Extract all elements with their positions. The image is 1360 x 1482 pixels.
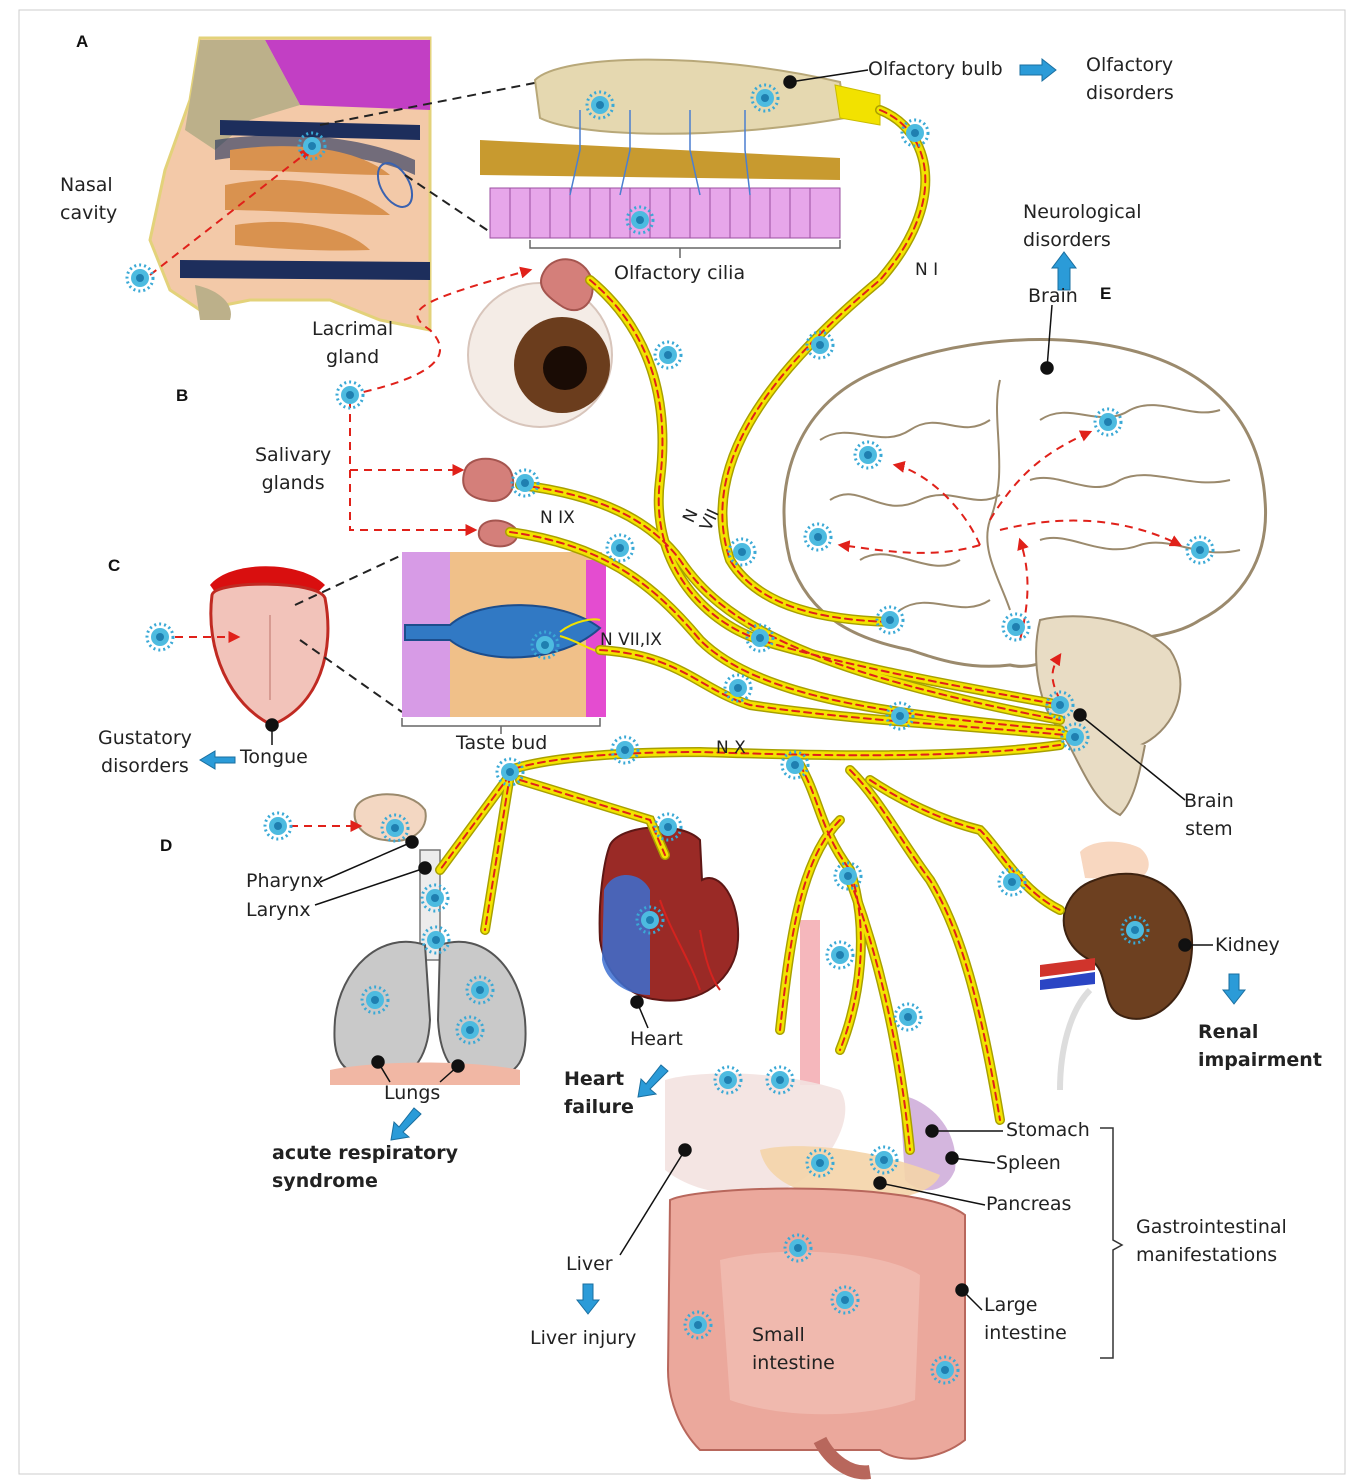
label-heart-failure: Heart failure xyxy=(564,1066,634,1121)
label-pharynx: Pharynx xyxy=(246,868,323,896)
label-spleen: Spleen xyxy=(996,1150,1061,1178)
label-olfactory-disorders: Olfactory disorders xyxy=(1086,52,1174,107)
label-lungs: Lungs xyxy=(384,1080,440,1108)
gustatory-arrow-icon xyxy=(200,751,235,769)
tongue-illustration xyxy=(210,566,328,725)
olfactory-bulb-illustration xyxy=(480,60,880,258)
nasal-section xyxy=(150,38,430,330)
label-pancreas: Pancreas xyxy=(986,1191,1071,1219)
nerve-label-n10: N X xyxy=(716,738,746,758)
label-lacrimal-gland: Lacrimal gland xyxy=(312,316,393,371)
label-larynx: Larynx xyxy=(246,897,311,925)
nerve-label-n7-9: N VII,IX xyxy=(600,630,662,650)
label-liver: Liver xyxy=(566,1251,613,1279)
brain-illustration xyxy=(784,340,1266,815)
label-tongue: Tongue xyxy=(240,744,308,772)
label-gustatory-disorders: Gustatory disorders xyxy=(98,725,192,780)
panel-label-d: D xyxy=(160,836,172,856)
olfactory-arrow-icon xyxy=(1020,59,1056,81)
label-olfactory-bulb: Olfactory bulb xyxy=(868,56,1003,84)
panel-label-a: A xyxy=(76,32,88,52)
heart-arrow-icon xyxy=(638,1065,668,1097)
taste-bud-illustration xyxy=(402,552,606,734)
label-renal-impairment: Renal impairment xyxy=(1198,1019,1322,1074)
label-nasal-cavity: Nasal cavity xyxy=(60,172,117,227)
renal-arrow-icon xyxy=(1223,974,1245,1004)
lungs-arrow-icon xyxy=(391,1108,421,1140)
panel-label-e: E xyxy=(1100,284,1111,304)
panel-label-b: B xyxy=(176,386,188,406)
label-salivary-glands: Salivary glands xyxy=(255,442,331,497)
liver-arrow-icon xyxy=(577,1284,599,1314)
kidney-illustration xyxy=(1040,842,1192,1090)
label-acute-respiratory-syndrome: acute respiratory syndrome xyxy=(272,1140,458,1195)
label-taste-bud: Taste bud xyxy=(456,730,547,758)
label-olfactory-cilia: Olfactory cilia xyxy=(614,260,745,288)
label-brain-stem: Brain stem xyxy=(1184,788,1234,843)
label-heart: Heart xyxy=(630,1026,683,1054)
label-liver-injury: Liver injury xyxy=(530,1325,636,1353)
nerve-label-n9: N IX xyxy=(540,508,575,528)
gi-bracket xyxy=(1100,1128,1122,1358)
label-small-intestine: Small intestine xyxy=(752,1322,835,1377)
label-gi-manifestations: Gastrointestinal manifestations xyxy=(1136,1214,1287,1269)
label-kidney: Kidney xyxy=(1215,932,1280,960)
abdomen-illustration xyxy=(665,920,965,1472)
label-brain: Brain xyxy=(1028,283,1078,311)
label-large-intestine: Large intestine xyxy=(984,1292,1067,1347)
nerve-label-n1: N I xyxy=(915,260,938,280)
label-stomach: Stomach xyxy=(1006,1117,1090,1145)
panel-label-c: C xyxy=(108,556,120,576)
label-neurological-disorders: Neurological disorders xyxy=(1023,199,1142,254)
